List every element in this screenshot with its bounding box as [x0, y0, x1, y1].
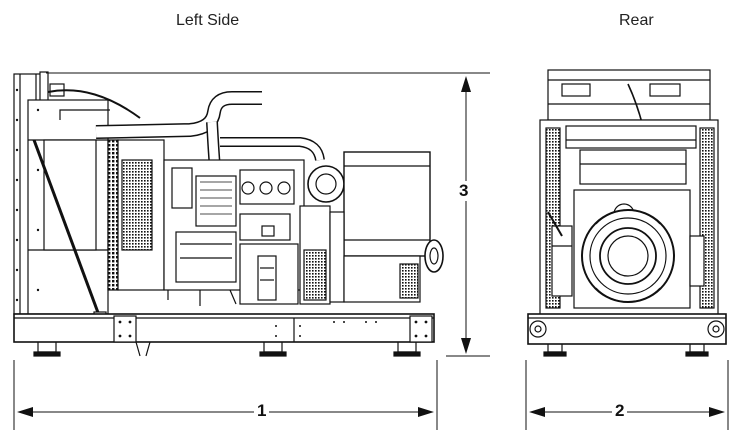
rear-view-title: Rear	[619, 12, 654, 29]
engine-grille-left	[107, 139, 119, 291]
width-dimension-label: 2	[612, 401, 628, 421]
rear-view	[527, 69, 727, 357]
left-side-view	[13, 71, 444, 357]
left-side-view-title: Left Side	[176, 12, 240, 29]
rear-base	[527, 313, 727, 345]
base-skid	[13, 313, 435, 357]
rear-alternator-face	[573, 189, 691, 309]
height-dimension-label: 3	[456, 181, 472, 201]
length-dimension-label: 1	[254, 401, 270, 421]
radiator-hose	[47, 89, 141, 119]
engine-grille-center	[121, 159, 153, 251]
radiator	[13, 71, 109, 329]
generator-alternator	[329, 151, 444, 303]
air-filter	[307, 165, 345, 203]
dimension-lines	[13, 72, 729, 430]
